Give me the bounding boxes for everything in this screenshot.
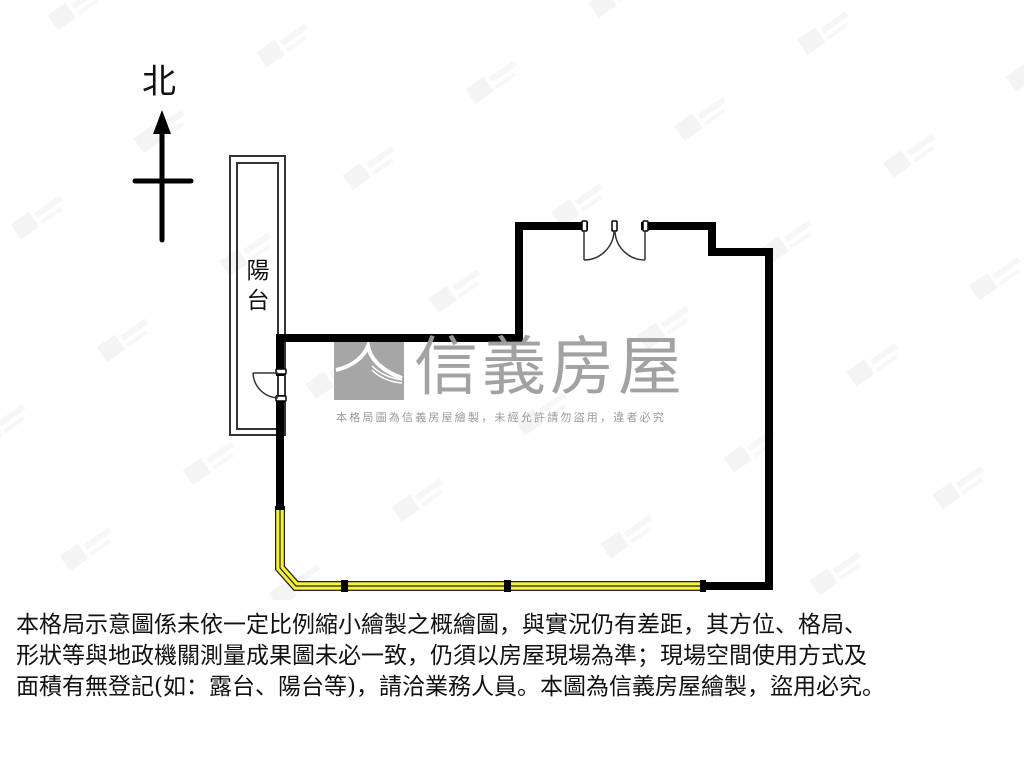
disclaimer-line-1: 本格局示意圖係未依一定比例縮小繪製之概繪圖，與實況仍有差距，其方位、格局、 bbox=[16, 612, 867, 638]
brand-name: 信義房屋 bbox=[414, 331, 686, 405]
balcony-outline bbox=[229, 155, 286, 436]
balcony-label-line1: 陽 bbox=[246, 258, 270, 284]
disclaimer-text: 本格局示意圖係未依一定比例縮小繪製之概繪圖，與實況仍有差距，其方位、格局、 形狀… bbox=[16, 610, 1016, 703]
disclaimer-line-2: 形狀等與地政機關測量成果圖未必一致，仍須以房屋現場為準；現場空間使用方式及 bbox=[16, 643, 867, 669]
window-strip bbox=[275, 506, 706, 592]
balcony-label: 陽 台 bbox=[241, 256, 275, 316]
side-door bbox=[252, 368, 287, 402]
copyright-notice: 本格局圖為信義房屋繪製，未經允許請勿盜用，違者必究 bbox=[336, 411, 666, 424]
double-door bbox=[581, 220, 649, 261]
disclaimer-line-3: 面積有無登記(如：露台、陽台等)，請洽業務人員。本圖為信義房屋繪製，盜用必究。 bbox=[16, 674, 885, 700]
north-label: 北 bbox=[142, 62, 176, 102]
floorplan-drawing bbox=[229, 155, 773, 592]
north-arrow-icon bbox=[132, 110, 194, 243]
exterior-walls bbox=[276, 222, 773, 590]
sinyi-logo-icon bbox=[334, 342, 404, 400]
balcony-label-line2: 台 bbox=[246, 288, 270, 314]
